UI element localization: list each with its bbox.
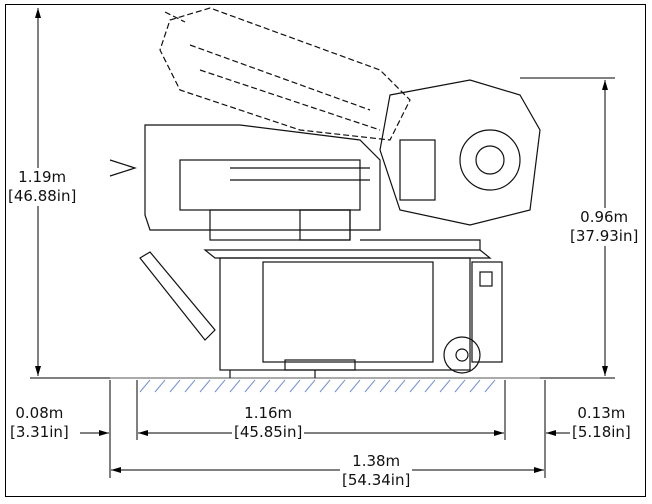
left-overhang-metric: 0.08m — [15, 404, 64, 422]
hatch-line — [184, 379, 196, 393]
overall-length-label: 1.38m [54.34in] — [340, 452, 413, 490]
hatch-line — [484, 379, 496, 393]
hatch-line — [169, 379, 181, 393]
hatch-line — [454, 379, 466, 393]
base-length-imperial: [45.85in] — [234, 423, 303, 441]
hatch-line — [289, 379, 301, 393]
hatch-line — [319, 379, 331, 393]
right-overhang-metric: 0.13m — [577, 404, 626, 422]
left-overhang-label: 0.08m [3.31in] — [8, 404, 71, 442]
hatch-line — [229, 379, 241, 393]
table-height-label: 0.96m [37.93in] — [568, 208, 641, 246]
hatch-line — [349, 379, 361, 393]
left-overhang-imperial: [3.31in] — [10, 423, 69, 441]
ground-hatch — [110, 377, 545, 393]
hatch-line — [214, 379, 226, 393]
hatch-line — [424, 379, 436, 393]
hatch-line — [244, 379, 256, 393]
hatch-line — [274, 379, 286, 393]
base-length-label: 1.16m [45.85in] — [232, 404, 305, 442]
dimension-lines — [30, 8, 615, 478]
hatch-line — [259, 379, 271, 393]
overall-length-metric: 1.38m — [352, 452, 401, 470]
hatch-line — [139, 379, 151, 393]
hatch-line — [199, 379, 211, 393]
machine-outline — [109, 7, 541, 378]
hatch-line — [469, 379, 481, 393]
overall-height-label: 1.19m [46.88in] — [6, 168, 79, 206]
right-overhang-label: 0.13m [5.18in] — [570, 404, 633, 442]
hatch-line — [154, 379, 166, 393]
overall-length-imperial: [54.34in] — [342, 471, 411, 489]
hatch-line — [304, 379, 316, 393]
drawing-border — [5, 4, 646, 497]
base-length-metric: 1.16m — [244, 404, 293, 422]
hatch-line — [394, 379, 406, 393]
table-height-metric: 0.96m — [580, 208, 629, 226]
hatch-line — [439, 379, 451, 393]
right-overhang-imperial: [5.18in] — [572, 423, 631, 441]
table-height-imperial: [37.93in] — [570, 227, 639, 245]
hatch-line — [409, 379, 421, 393]
hatch-line — [364, 379, 376, 393]
hatch-line — [334, 379, 346, 393]
hatch-line — [379, 379, 391, 393]
overall-height-imperial: [46.88in] — [8, 187, 77, 205]
overall-height-metric: 1.19m — [18, 168, 67, 186]
